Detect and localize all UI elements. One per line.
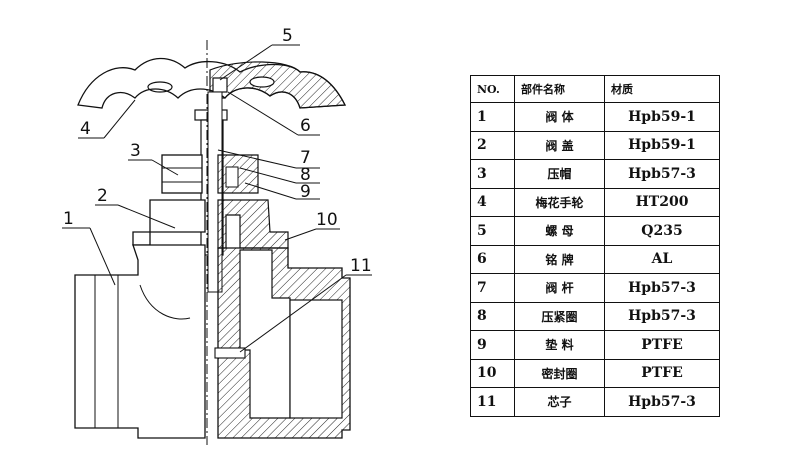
cell-material: Hpb59-1	[604, 130, 720, 160]
cell-name: 铭 牌	[514, 244, 605, 274]
cell-material: Hpb59-1	[604, 102, 720, 132]
cell-name: 密封圈	[514, 358, 605, 388]
cell-material: Hpb57-3	[604, 387, 720, 417]
cell-no: 1	[470, 102, 515, 132]
callout-5: 5	[282, 26, 293, 46]
cell-material: Hpb57-3	[604, 273, 720, 303]
callout-2: 2	[97, 186, 108, 206]
cell-material: PTFE	[604, 330, 720, 360]
callout-1: 1	[63, 209, 74, 229]
cell-name: 压帽	[514, 159, 605, 189]
cell-no: 11	[470, 387, 515, 417]
cell-no: 8	[470, 301, 515, 331]
cell-no: 4	[470, 187, 515, 217]
callout-7: 7	[300, 148, 311, 168]
callout-11: 11	[350, 256, 372, 276]
header-part-name: 部件名称	[514, 75, 605, 103]
callout-4: 4	[80, 119, 91, 139]
callout-9: 9	[300, 182, 311, 202]
cell-name: 压紧圈	[514, 301, 605, 331]
cell-material: AL	[604, 244, 720, 274]
cell-material: HT200	[604, 187, 720, 217]
cell-name: 阀 盖	[514, 130, 605, 160]
cell-no: 2	[470, 130, 515, 160]
cell-name: 螺 母	[514, 216, 605, 246]
callout-6: 6	[300, 116, 311, 136]
header-no: NO.	[470, 75, 515, 103]
cell-material: Q235	[604, 216, 720, 246]
table-header-row: NO. 部件名称 材质	[470, 75, 720, 103]
bonnet	[132, 199, 206, 246]
callout-3: 3	[130, 141, 141, 161]
cell-name: 垫 料	[514, 330, 605, 360]
cell-material: Hpb57-3	[604, 301, 720, 331]
cell-no: 7	[470, 273, 515, 303]
header-material: 材质	[604, 75, 720, 103]
valve-body	[74, 244, 206, 439]
cell-name: 梅花手轮	[514, 187, 605, 217]
cell-no: 3	[470, 159, 515, 189]
callout-8: 8	[300, 165, 311, 185]
cell-no: 6	[470, 244, 515, 274]
cell-no: 10	[470, 358, 515, 388]
gland-nut	[161, 154, 203, 194]
cell-name: 阀 体	[514, 102, 605, 132]
valve-section-drawing: 1 2 3 4 5 6 7 8 9 10 11	[62, 26, 372, 445]
callout-10: 10	[316, 210, 338, 230]
cell-name: 芯子	[514, 387, 605, 417]
cell-no: 5	[470, 216, 515, 246]
cell-material: PTFE	[604, 358, 720, 388]
cell-no: 9	[470, 330, 515, 360]
cell-name: 阀 杆	[514, 273, 605, 303]
cell-material: Hpb57-3	[604, 159, 720, 189]
